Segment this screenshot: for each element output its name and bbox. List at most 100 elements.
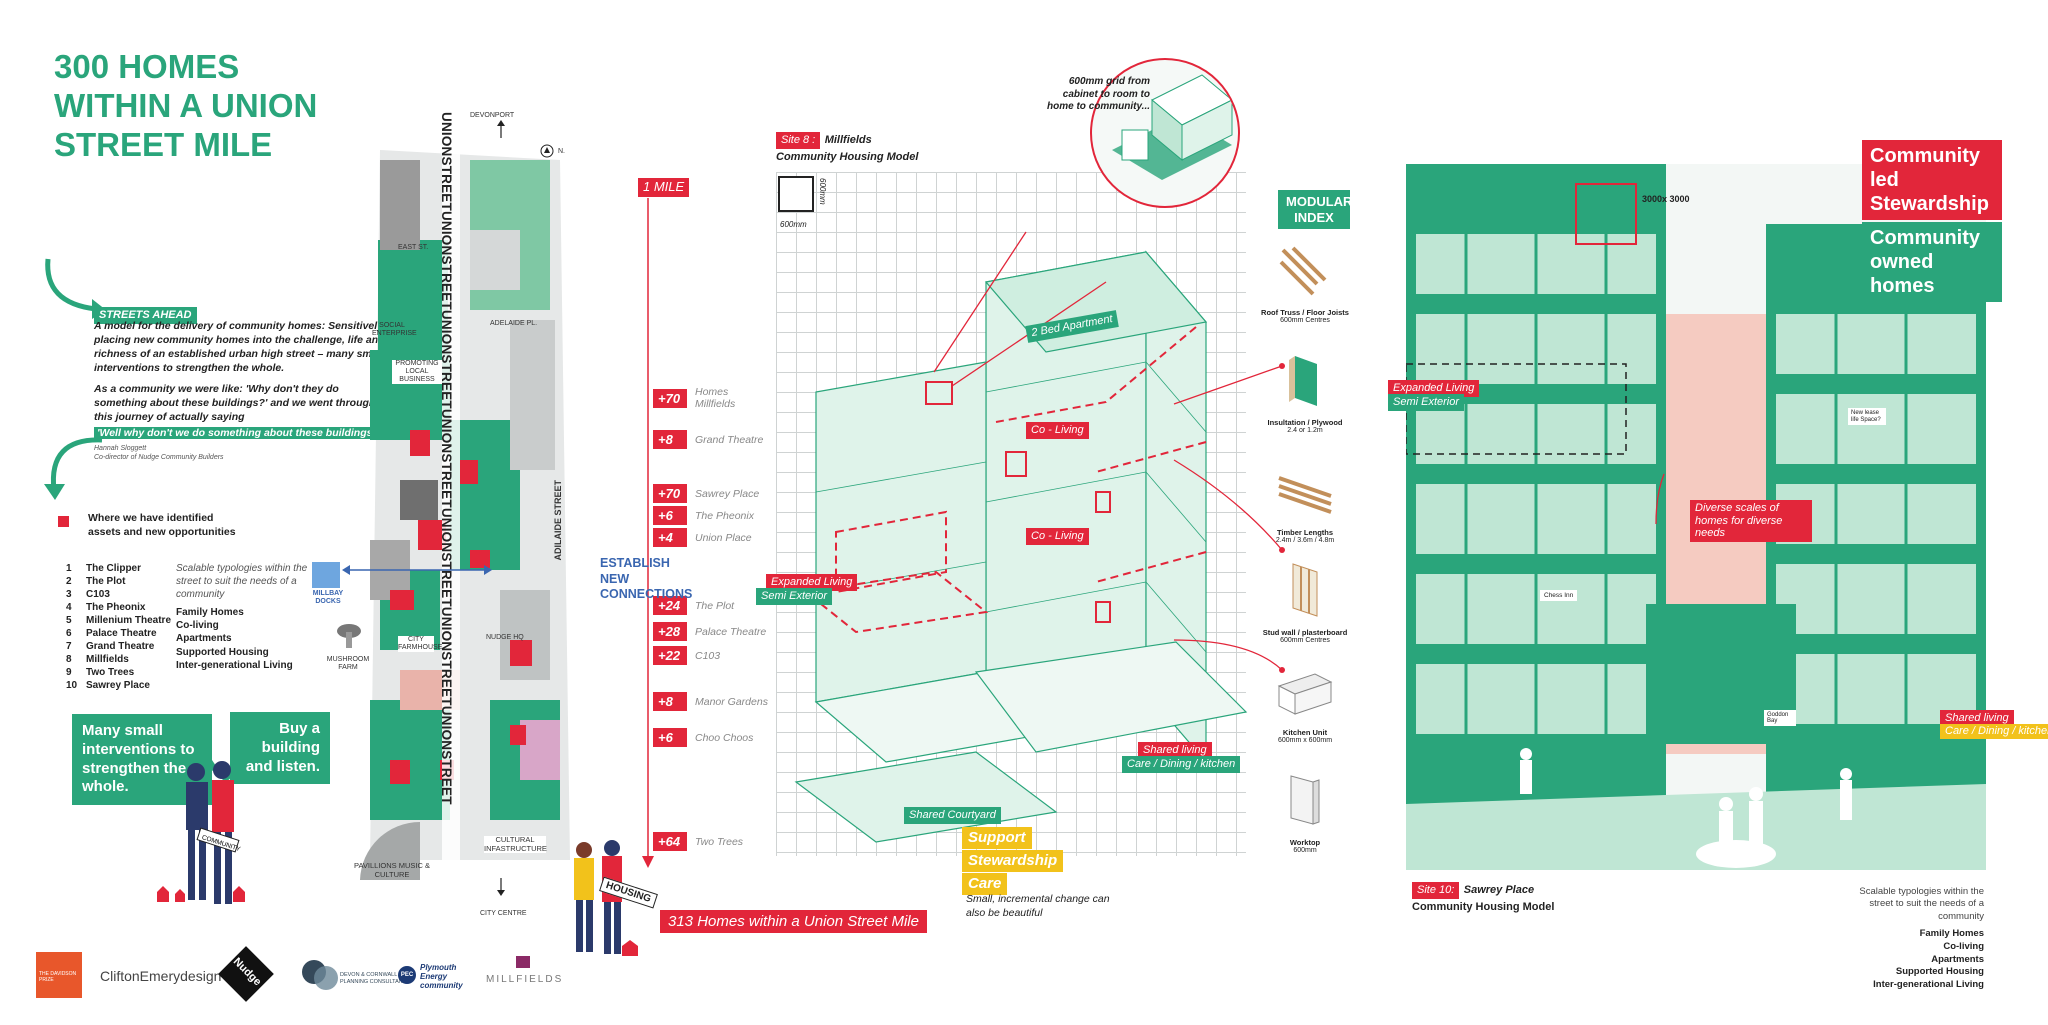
headline-stewardship: Community led Stewardship: [1862, 140, 2002, 220]
label-semi-exterior: Semi Exterior: [756, 588, 833, 605]
map-label-pavilions: PAVILLIONS MUSIC & CULTURE: [354, 861, 430, 879]
truss-icon: [1279, 246, 1327, 296]
mile-label: 1 MILE: [638, 178, 690, 197]
union-street-label-wrap: UNIONSTREETUNIONSTREETUNIONSTREETUNIONST…: [437, 112, 457, 882]
right-scalable-text: Scalable typologies within the street to…: [1859, 886, 1984, 922]
sawrey-place-scene: [1406, 164, 1986, 870]
modular-index-title: MODULAR INDEX: [1278, 190, 1352, 230]
zoom-circle: [1090, 58, 1240, 208]
list-item: Family Homes: [1919, 928, 1984, 939]
legend-text: Where we have identified assets and new …: [88, 512, 236, 538]
millfields-logo-icon: [516, 956, 530, 968]
list-item: Inter-generational Living: [176, 659, 293, 671]
site10-shared-living: Shared living: [1940, 710, 2014, 727]
stewardship-label: Stewardship: [962, 850, 1064, 872]
mile-arrow: [642, 198, 654, 868]
davidson-logo: THE DAVIDSON PRIZE: [36, 952, 82, 998]
isometric-building: [794, 231, 1248, 843]
people-illustration: [574, 840, 622, 954]
label-care-dining: Care / Dining / kitchen: [1122, 756, 1241, 773]
quote-author: Hannah Sloggett: [94, 444, 147, 452]
devon-logo-icon: [302, 960, 338, 990]
millfields-logo: MILLFIELDS: [486, 974, 564, 985]
double-arrow-icon: [342, 565, 492, 575]
quote-paragraph: As a community we were like: 'Why don't …: [94, 383, 394, 425]
union-street-label: UNIONSTREETUNIONSTREETUNIONSTREETUNIONST…: [439, 112, 454, 805]
dim-horizontal: 600mm: [780, 220, 807, 229]
support-label: Support: [962, 827, 1032, 849]
intro-paragraph: A model for the delivery of community ho…: [94, 320, 385, 374]
stud-wall-icon: [1292, 563, 1318, 617]
people-illustration: COMMUNITY: [186, 761, 242, 904]
map-label-devonport: DEVONPORT: [470, 112, 515, 119]
site10-header: Site 10: Sawrey Place Community Housing …: [1412, 882, 1555, 913]
headline-owned: Community owned homes: [1862, 222, 2002, 302]
zoom-detail: [1112, 74, 1233, 180]
establish-connections: ESTABLISH NEW CONNECTIONS: [600, 556, 693, 602]
dim-vertical: 600mm: [818, 178, 827, 205]
right-typology-list: Family Homes Co-living Apartments Suppor…: [1844, 928, 1984, 992]
map-label-promoting: PROMOTING LOCAL BUSINESS: [392, 360, 442, 385]
label-shared-courtyard: Shared Courtyard: [904, 807, 1001, 824]
site10-semi-exterior: Semi Exterior: [1388, 394, 1465, 411]
insulation-icon: [1289, 356, 1317, 406]
list-item: Family Homes: [176, 607, 244, 618]
map-label-mushroom: MUSHROOM FARM: [326, 656, 370, 672]
map-drawing: [370, 120, 570, 880]
site10-new-lease-sign: New lease life Space?: [1848, 408, 1886, 426]
mushroom-icon: [337, 624, 361, 648]
map-label-millbay: MILLBAY DOCKS: [312, 590, 344, 606]
arrow-up-icon: [497, 120, 505, 138]
page-title: 300 HOMES WITHIN A UNION STREET MILE: [54, 48, 318, 163]
union-street-map: [370, 120, 570, 880]
list-item: Apartments: [1931, 953, 1984, 965]
map-label-city-centre: CITY CENTRE: [480, 910, 527, 917]
site10-care-dining: Care / Dining / kitchen: [1940, 724, 2048, 740]
site10-expanded: Expanded Living: [1388, 380, 1480, 397]
speech-bubble-right: Buy a building and listen.: [230, 712, 330, 785]
map-label-city-farmhouse: CITY FARMHOUSE: [398, 636, 443, 653]
streets-ahead-label: STREETS AHEAD: [94, 307, 197, 324]
quote-text: As a community we were like: 'Why don't …: [94, 383, 376, 424]
devon-logo: DEVON & CORNWALL PLANNING CONSULTANTS: [340, 972, 410, 985]
label-coliving-2: Co - Living: [1026, 528, 1089, 545]
quote-role: Co-director of Nudge Community Builders: [94, 454, 224, 462]
worktop-icon: [1290, 775, 1320, 825]
clifton-logo: CliftonEmerydesign: [100, 968, 222, 984]
house-icon: [622, 940, 638, 956]
map-label-cultural: CULTURAL INFASTRUCTURE: [484, 835, 547, 854]
list-item: Co-living: [1943, 940, 1984, 952]
map-label-north: N.: [558, 148, 565, 155]
site10-dimension: 3000x 3000: [1642, 194, 1690, 204]
list-item: Co-living: [176, 620, 219, 632]
map-label-adilaide-street: ADILAIDE STREET: [553, 480, 563, 561]
tagline: Small, incremental change can also be be…: [966, 893, 1110, 919]
map-label-nudge-hq: NUDGE HQ: [486, 634, 524, 641]
list-item: Apartments: [176, 633, 232, 645]
arrow-down-icon: [497, 878, 505, 896]
speech-bubble-left: Many small interventions to strengthen t…: [72, 714, 212, 805]
legend-swatch: [58, 516, 69, 527]
list-item: Supported Housing: [176, 646, 269, 658]
kitchen-unit-icon: [1277, 673, 1333, 715]
label-expanded: Expanded Living: [766, 574, 858, 591]
grid-note: 600mm grid from cabinet to room to home …: [1047, 76, 1150, 112]
map-label-adelaide-pl: ADELAIDE PL.: [490, 320, 538, 327]
label-coliving-1: Co - Living: [1026, 422, 1089, 439]
